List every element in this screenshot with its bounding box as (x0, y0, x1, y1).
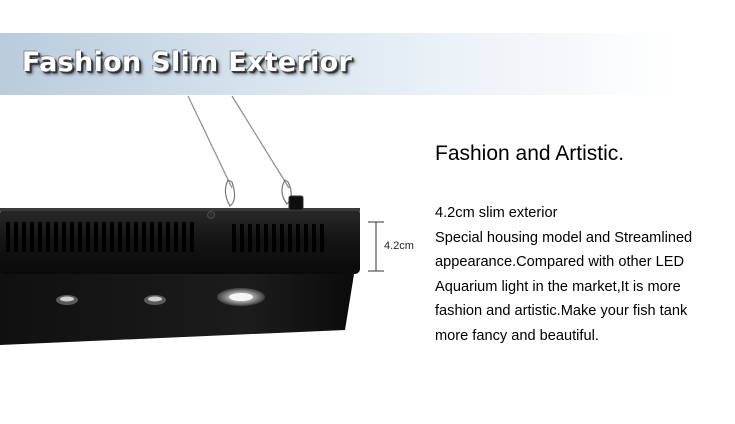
dimension-marker (368, 221, 384, 272)
led-light-illustration (0, 95, 384, 345)
description-line: fashion and artistic.Make your fish tank (435, 303, 688, 319)
light-bottom-panel (0, 268, 355, 345)
product-image (0, 92, 420, 424)
vent-slots-left (6, 222, 194, 252)
dimmer-knob (288, 195, 304, 211)
description-line: more fancy and beautiful. (435, 327, 599, 344)
description-line: appearance.Compared with other LED (435, 254, 685, 270)
banner: Fashion Slim Exterior (0, 33, 735, 95)
dimension-label: 4.2cm (384, 240, 414, 252)
banner-title: Fashion Slim Exterior (22, 47, 353, 78)
section-heading: Fashion and Artistic. (435, 142, 625, 165)
description-line: 4.2cm slim exterior (435, 205, 558, 221)
description-section: Fashion and Artistic. 4.2cm slim exterio… (435, 142, 735, 344)
description-text: 4.2cm slim exterior Special housing mode… (435, 201, 692, 348)
description-line: Special housing model and Streamlined (435, 229, 693, 246)
vent-slots-right (232, 224, 324, 252)
description-line: Aquarium light in the market,It is more (435, 278, 681, 295)
suspension-cables (187, 95, 292, 207)
screw (207, 211, 215, 219)
led-lenses (56, 288, 265, 306)
